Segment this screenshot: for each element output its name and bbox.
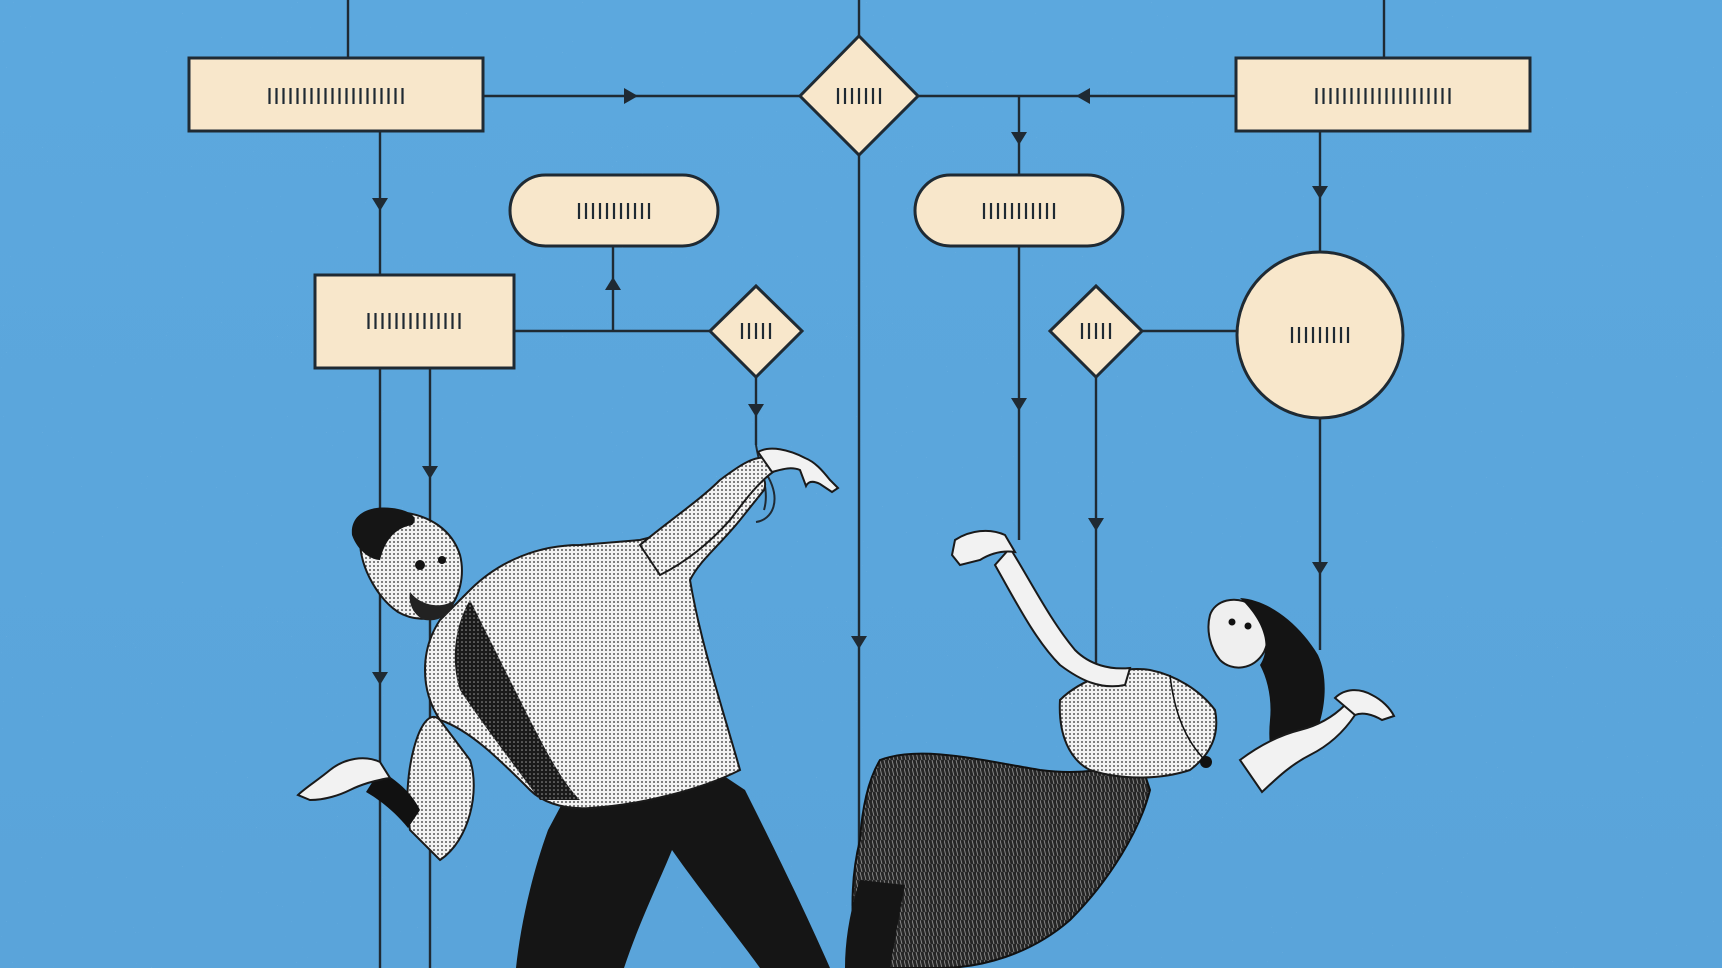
- woman-lower-hand: [1333, 689, 1396, 722]
- man-trousers: [516, 760, 830, 968]
- arrow-down-icon: [372, 198, 388, 211]
- arrow-down-icon: [1011, 398, 1027, 411]
- process-box-top-left: [187, 56, 485, 133]
- arrow-down-icon: [1011, 132, 1027, 145]
- arrow-down-icon: [1312, 562, 1328, 575]
- woman-necklace: [1169, 674, 1206, 761]
- woman-head: [1207, 598, 1269, 669]
- arrow-up-icon: [605, 277, 621, 290]
- man-raised-hand: [756, 447, 840, 494]
- man-beard: [409, 592, 455, 621]
- man-figure: [296, 447, 840, 968]
- woman-eye: [1228, 618, 1236, 626]
- woman-leg: [845, 880, 905, 968]
- arrow-down-icon: [372, 672, 388, 685]
- placeholder-tick-marks: [268, 88, 1451, 343]
- woman-raised-hand: [950, 529, 1017, 567]
- arrow-down-icon: [422, 466, 438, 479]
- man-eye: [438, 556, 446, 564]
- arrow-down-icon: [1088, 518, 1104, 531]
- man-hair: [351, 507, 415, 560]
- woman-skirt: [851, 752, 1152, 968]
- woman-raised-arm: [993, 546, 1132, 688]
- woman-figure: [845, 529, 1396, 968]
- man-eye: [415, 560, 425, 570]
- process-box-top-right: [1234, 56, 1532, 133]
- man-inner-shirt: [454, 600, 580, 800]
- arrow-down-icon: [851, 636, 867, 649]
- arrow-down-icon: [748, 404, 764, 417]
- arrow-right-icon: [624, 88, 638, 104]
- process-box-middle-left: [313, 273, 516, 370]
- arrow-left-icon: [1076, 88, 1090, 104]
- man-raised-arm: [638, 456, 778, 577]
- woman-eye: [1244, 622, 1252, 630]
- man-lower-arm: [406, 716, 475, 862]
- woman-pendant: [1200, 756, 1212, 768]
- arrow-down-icon: [1312, 186, 1328, 199]
- man-lower-hand: [296, 757, 392, 802]
- man-lower-arm-sleeve: [366, 770, 420, 828]
- woman-torso: [1058, 668, 1218, 779]
- arrowheads: [372, 88, 1328, 685]
